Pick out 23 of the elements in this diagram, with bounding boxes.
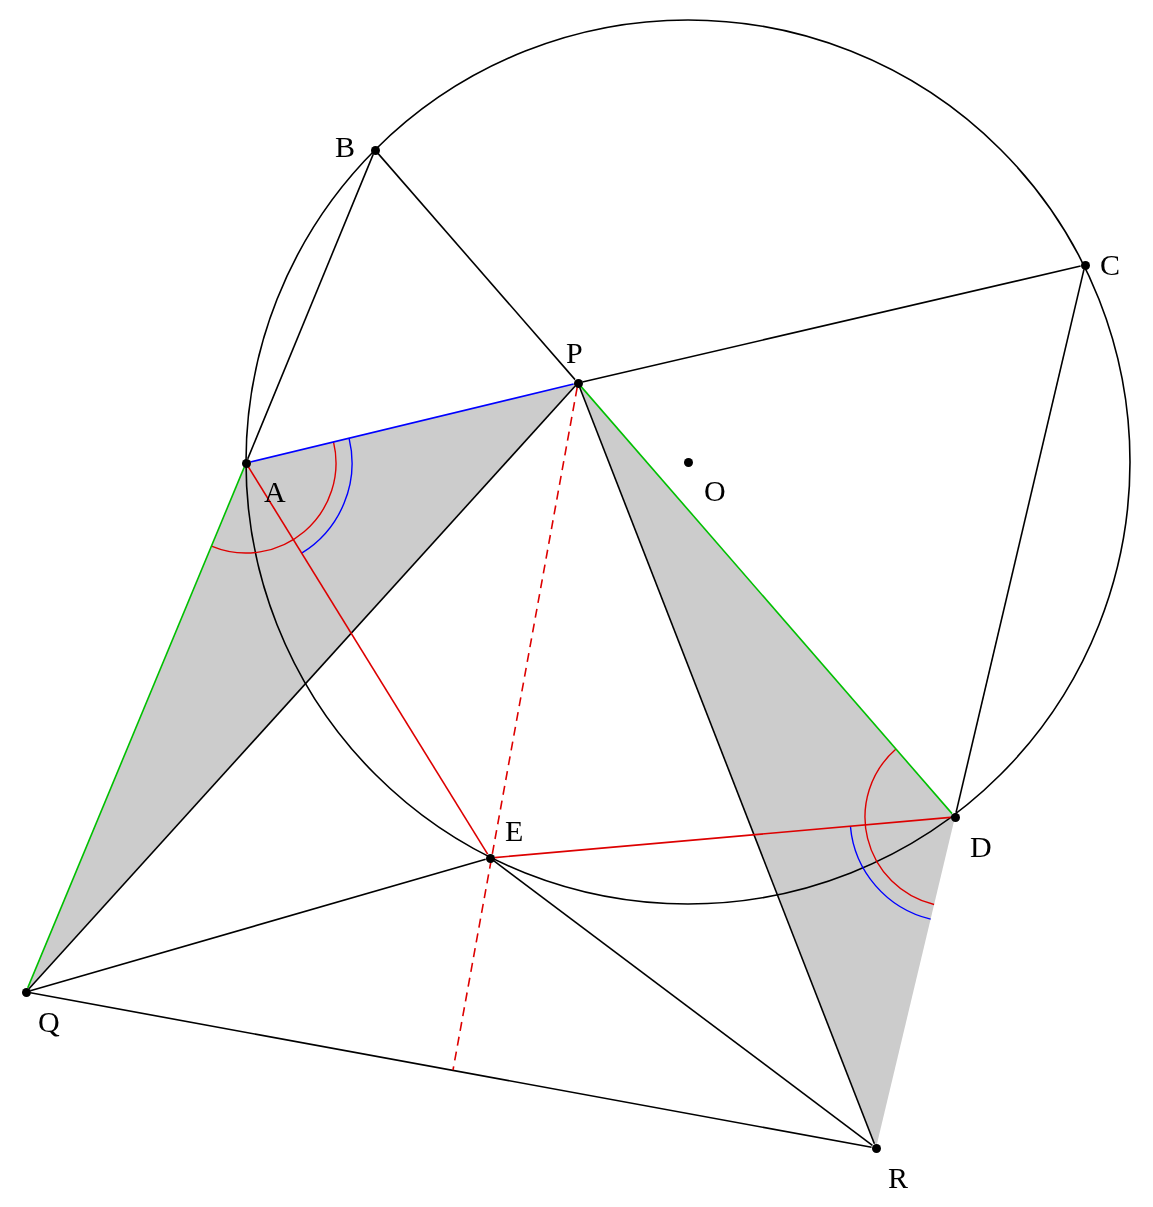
point-label: O [704,476,726,506]
line-segment [29,858,487,992]
point-label: Q [38,1007,60,1037]
line-segment [377,152,576,381]
line-segment [955,268,1085,814]
point-label: P [566,338,583,368]
line-segment [492,859,874,1147]
line-segment [29,992,873,1148]
line-segment [26,466,246,989]
point-label: C [1100,250,1120,280]
point-label: D [970,832,992,862]
line-segment [246,153,375,460]
point-label: E [505,816,524,846]
point-label: A [264,477,286,507]
line-segment [578,386,876,1145]
line-segment [249,383,575,463]
line-segment [493,816,952,859]
line-segment [581,265,1082,383]
point-label: R [888,1163,908,1193]
dashed-line [452,386,578,1071]
line-segment [580,385,953,815]
point-label: B [335,132,355,162]
line-segment [247,466,489,855]
